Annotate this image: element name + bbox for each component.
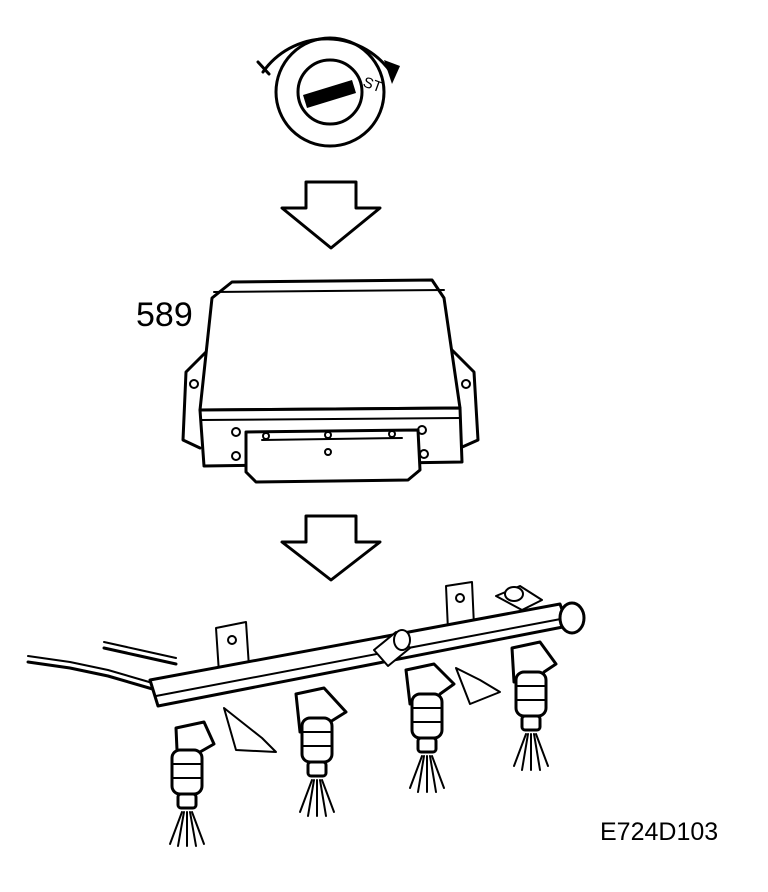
- spray-4: [513, 733, 549, 771]
- injector-4: [510, 640, 558, 771]
- flow-arrow-2: [280, 514, 382, 582]
- fuel-line-upper: [102, 646, 178, 666]
- rotation-arc: [261, 37, 394, 76]
- control-module: [181, 278, 480, 484]
- flow-arrow-1: [280, 180, 382, 250]
- rail-end-cap: [558, 601, 586, 635]
- ignition-switch: ST: [256, 36, 400, 148]
- right-bracket: [450, 348, 480, 450]
- switch-key-cylinder: [296, 58, 364, 126]
- module-housing: [198, 278, 462, 412]
- spray-3: [409, 755, 445, 793]
- injector-2: [294, 686, 348, 817]
- fuel-rail-body: [148, 602, 570, 708]
- part-number-label: 589: [136, 296, 193, 334]
- spray-2: [299, 779, 335, 817]
- start-position-label: ST: [361, 74, 385, 97]
- fuel-injector-rail: [26, 581, 586, 847]
- key-slot: [303, 80, 356, 108]
- figure-code-label: E724D103: [600, 818, 719, 846]
- injector-1: [169, 720, 216, 847]
- injector-3: [404, 662, 456, 793]
- left-bracket: [181, 348, 210, 450]
- spray-1: [169, 811, 205, 847]
- fuel-line-lower: [26, 660, 158, 692]
- rotation-arrowhead: [384, 60, 400, 84]
- off-position-mark: [256, 60, 271, 76]
